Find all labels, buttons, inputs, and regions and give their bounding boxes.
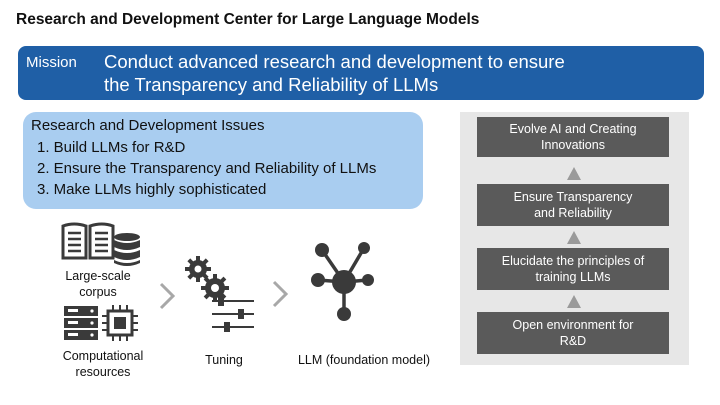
server-icon [64,306,98,340]
mission-label: Mission [26,54,77,71]
compute-label-line-1: Computational [62,349,144,363]
chevron-right-icon [159,282,176,310]
issues-panel: Research and Development Issues 1. Build… [23,112,423,209]
stack-box-evolve-line-1: Evolve AI and Creating [509,122,637,136]
compute-label-line-2: resources [75,365,131,379]
stack-box-elucidate-line-1: Elucidate the principles of [501,254,645,268]
sliders-icon [212,296,254,332]
mission-line-2: the Transparency and Reliability of LLMs [104,74,439,95]
stack-box-elucidate-line-2: training LLMs [535,270,611,284]
mission-banner: Mission Conduct advanced research and de… [18,46,704,100]
page-title: Research and Development Center for Larg… [16,11,480,28]
stack-box-transparency-line-2: and Reliability [534,206,612,220]
progression-stack: Evolve AI and Creating Innovations Ensur… [460,112,689,365]
mission-line-1: Conduct advanced research and developmen… [104,51,565,72]
stack-box-elucidate: Elucidate the principles of training LLM… [477,248,669,290]
stack-box-open-environment-line-2: R&D [559,334,587,348]
issue-item-1: 1. Build LLMs for R&D [37,139,186,156]
open-book-icon [61,222,115,260]
corpus-label-line-1: Large-scale [65,269,131,283]
gears-icon [185,256,229,302]
llm-label: LLM (foundation model) [297,353,431,367]
triangle-up-icon [567,295,581,308]
stack-box-transparency-line-1: Ensure Transparency [513,190,633,204]
issue-item-2: 2. Ensure the Transparency and Reliabili… [37,160,377,177]
issue-item-3: 3. Make LLMs highly sophisticated [37,181,267,198]
triangle-up-icon [567,167,581,180]
network-hub-icon [311,242,374,321]
cpu-chip-icon [102,305,138,341]
issues-title: Research and Development Issues [31,117,265,134]
stack-box-evolve-line-2: Innovations [541,138,605,152]
stack-box-transparency: Ensure Transparency and Reliability [477,184,669,226]
corpus-label-line-2: corpus [79,285,117,299]
stack-box-evolve: Evolve AI and Creating Innovations [477,117,669,157]
stack-box-open-environment-line-1: Open environment for [512,318,634,332]
stack-box-open-environment: Open environment for R&D [477,312,669,354]
chevron-right-icon [272,280,289,308]
corpus-label: Large-scale corpus [52,268,144,300]
mission-text: Conduct advanced research and developmen… [104,50,565,96]
tuning-label: Tuning [205,353,243,367]
database-icon [114,233,140,266]
compute-label: Computational resources [44,348,162,380]
triangle-up-icon [567,231,581,244]
